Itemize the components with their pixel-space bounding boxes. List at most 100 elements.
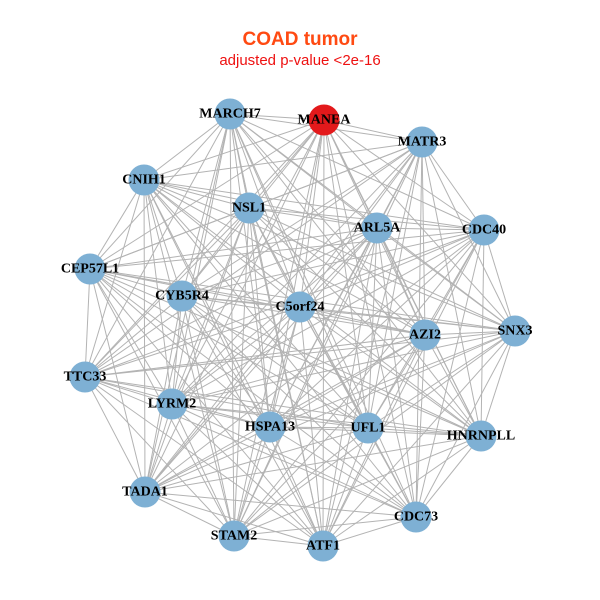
node-circle xyxy=(468,214,500,246)
edge-C5orf24-ATF1 xyxy=(299,306,324,547)
edge-ARL5A-CDC40 xyxy=(376,227,485,231)
edge-AZI2-TTC33 xyxy=(84,334,426,378)
edge-CDC40-ATF1 xyxy=(322,229,485,547)
node-circle xyxy=(284,291,316,323)
edge-SNX3-ATF1 xyxy=(322,330,516,547)
edge-ARL5A-SNX3 xyxy=(376,227,516,332)
node-MANEA: MANEA xyxy=(298,104,351,136)
edge-MANEA-CNIH1 xyxy=(143,119,325,181)
node-MATR3: MATR3 xyxy=(398,126,447,158)
node-label: CDC40 xyxy=(462,223,506,238)
edge-MATR3-ATF1 xyxy=(322,141,423,547)
chart-subtitle: adjusted p-value <2e-16 xyxy=(219,52,381,69)
node-CDC73: CDC73 xyxy=(394,501,438,533)
node-circle xyxy=(233,192,265,224)
node-circle xyxy=(352,412,384,444)
node-UFL1: UFL1 xyxy=(351,412,386,444)
edge-CYB5R4-STAM2 xyxy=(181,295,235,537)
node-circle xyxy=(406,126,438,158)
node-circle xyxy=(308,104,340,136)
node-circle xyxy=(156,388,188,420)
edge-HNRNPLL-CDC73 xyxy=(415,435,482,518)
edge-TTC33-CDC73 xyxy=(84,376,417,518)
edge-TTC33-TADA1 xyxy=(84,376,146,493)
edge-AZI2-STAM2 xyxy=(233,334,426,537)
edge-CDC40-HSPA13 xyxy=(269,229,485,428)
edge-MANEA-ATF1 xyxy=(322,119,325,547)
node-AZI2: AZI2 xyxy=(409,319,441,351)
edge-MATR3-HNRNPLL xyxy=(421,141,482,437)
edge-UFL1-TADA1 xyxy=(144,427,369,493)
node-label: CEP57L1 xyxy=(61,262,119,277)
node-label: STAM2 xyxy=(211,529,257,544)
edge-CNIH1-CDC40 xyxy=(143,179,485,231)
edge-CNIH1-TTC33 xyxy=(84,179,145,378)
edge-NSL1-LYRM2 xyxy=(171,207,250,405)
edge-CDC40-SNX3 xyxy=(483,229,516,332)
edge-CYB5R4-TTC33 xyxy=(84,295,183,378)
node-label: HSPA13 xyxy=(245,420,295,435)
edge-HSPA13-TADA1 xyxy=(144,426,271,493)
edge-CEP57L1-UFL1 xyxy=(89,268,369,429)
edge-CNIH1-STAM2 xyxy=(143,179,235,537)
edge-CEP57L1-TTC33 xyxy=(84,268,91,378)
edge-MANEA-MATR3 xyxy=(323,119,423,143)
edge-MATR3-CDC40 xyxy=(421,141,485,231)
edge-MARCH7-HSPA13 xyxy=(229,113,271,428)
edge-HNRNPLL-ATF1 xyxy=(322,435,482,547)
edge-CEP57L1-AZI2 xyxy=(89,268,426,336)
edge-MATR3-LYRM2 xyxy=(171,141,423,405)
edge-CDC73-ATF1 xyxy=(322,516,417,547)
node-label: ATF1 xyxy=(306,539,340,554)
edge-CDC40-TADA1 xyxy=(144,229,485,493)
node-CDC40: CDC40 xyxy=(462,214,506,246)
edge-LYRM2-STAM2 xyxy=(171,403,235,537)
edge-AZI2-UFL1 xyxy=(367,334,426,429)
edge-AZI2-LYRM2 xyxy=(171,334,426,405)
node-label: TADA1 xyxy=(122,485,168,500)
edge-CNIH1-AZI2 xyxy=(143,179,426,336)
edge-MATR3-UFL1 xyxy=(367,141,423,429)
edge-CEP57L1-HSPA13 xyxy=(89,268,271,428)
edge-ARL5A-HSPA13 xyxy=(269,227,378,428)
edge-HSPA13-CDC73 xyxy=(269,426,417,518)
edge-MARCH7-CDC40 xyxy=(229,113,485,231)
edge-MARCH7-CNIH1 xyxy=(143,113,231,181)
edge-C5orf24-TTC33 xyxy=(84,306,301,378)
edge-C5orf24-HSPA13 xyxy=(269,306,301,428)
edge-ARL5A-CEP57L1 xyxy=(89,227,378,270)
chart-title: COAD tumor xyxy=(242,29,358,50)
node-TTC33: TTC33 xyxy=(64,361,106,393)
node-circle xyxy=(465,420,497,452)
node-circle xyxy=(361,212,393,244)
node-TADA1: TADA1 xyxy=(122,476,168,508)
node-label: SNX3 xyxy=(497,324,532,339)
node-CYB5R4: CYB5R4 xyxy=(155,280,209,312)
node-label: MARCH7 xyxy=(199,107,260,122)
edge-NSL1-CEP57L1 xyxy=(89,207,250,270)
edge-C5orf24-SNX3 xyxy=(299,306,516,332)
node-circle xyxy=(254,411,286,443)
edge-AZI2-HNRNPLL xyxy=(424,334,482,437)
node-circle xyxy=(128,164,160,196)
edge-TADA1-CDC73 xyxy=(144,491,417,518)
edge-CDC73-STAM2 xyxy=(233,516,417,537)
edge-SNX3-TTC33 xyxy=(84,330,516,378)
node-circle xyxy=(129,476,161,508)
edge-CDC40-HNRNPLL xyxy=(480,229,485,437)
edge-SNX3-HNRNPLL xyxy=(480,330,516,437)
node-label: HNRNPLL xyxy=(447,429,515,444)
node-label: CNIH1 xyxy=(122,173,166,188)
node-CEP57L1: CEP57L1 xyxy=(61,253,119,285)
node-circle xyxy=(214,98,246,130)
node-label: MATR3 xyxy=(398,135,447,150)
edge-TTC33-HNRNPLL xyxy=(84,376,482,437)
edge-NSL1-HSPA13 xyxy=(248,207,271,428)
node-circle xyxy=(307,530,339,562)
edge-CNIH1-ATF1 xyxy=(143,179,324,547)
edge-NSL1-ATF1 xyxy=(248,207,324,547)
edge-CYB5R4-LYRM2 xyxy=(171,295,183,405)
node-label: UFL1 xyxy=(351,421,386,436)
edge-MARCH7-LYRM2 xyxy=(171,113,231,405)
